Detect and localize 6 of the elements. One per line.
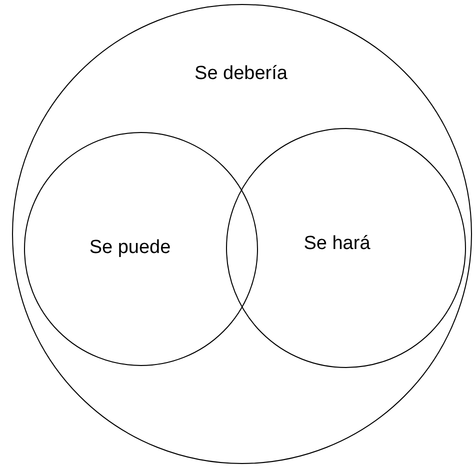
- venn-circle: [12, 4, 472, 464]
- venn-circle: [24, 132, 258, 366]
- circle-label: Se hará: [304, 233, 370, 255]
- venn-circle: [226, 128, 466, 368]
- circle-label: Se puede: [89, 237, 171, 259]
- circle-label: Se debería: [194, 63, 288, 85]
